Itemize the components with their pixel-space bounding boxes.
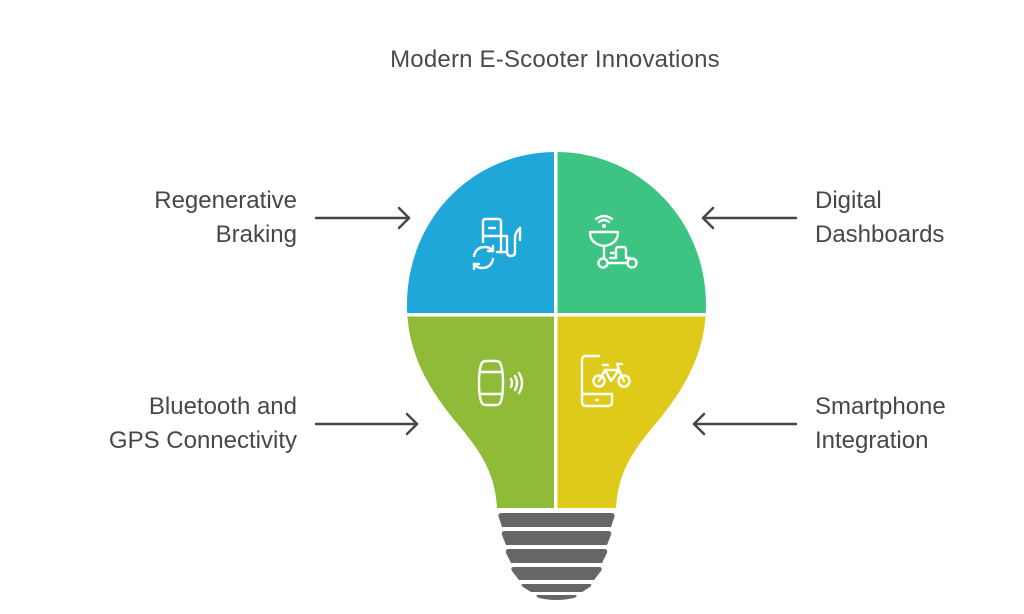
label-line: Braking (215, 221, 297, 248)
arrow-right-icon (314, 206, 411, 230)
vertical-divider (554, 152, 558, 508)
quadrant-bottom-left (407, 315, 556, 508)
wireless-scooter-dashboard-icon (588, 214, 638, 269)
arrow-left-icon (692, 412, 798, 436)
wearable-wireless-signal-icon (477, 359, 524, 407)
label-regenerative-braking: Regenerative Braking (154, 184, 297, 252)
quadrant-top-right (556, 152, 706, 315)
diagram-title: Modern E-Scooter Innovations (390, 46, 720, 73)
horizontal-divider (407, 313, 706, 317)
label-line: Smartphone (815, 393, 946, 420)
label-line: Integration (815, 427, 929, 454)
arrow-left-icon (701, 206, 798, 230)
label-line: Digital (815, 187, 882, 214)
fuel-pump-recycle-icon (472, 217, 522, 271)
quadrant-bottom-right (556, 315, 706, 508)
label-line: GPS Connectivity (108, 427, 297, 454)
label-bluetooth-gps: Bluetooth and GPS Connectivity (109, 390, 297, 458)
arrow-right-icon (314, 412, 419, 436)
smartphone-bicycle-icon (580, 354, 631, 408)
label-line: Regenerative (154, 187, 297, 214)
label-line: Dashboards (815, 221, 945, 248)
label-digital-dashboards: Digital Dashboards (815, 184, 944, 252)
label-line: Bluetooth and (148, 393, 297, 420)
bulb-body (407, 152, 706, 508)
bulb-socket (498, 513, 615, 600)
quadrant-top-left (407, 152, 556, 315)
label-smartphone-integration: Smartphone Integration (815, 390, 946, 458)
